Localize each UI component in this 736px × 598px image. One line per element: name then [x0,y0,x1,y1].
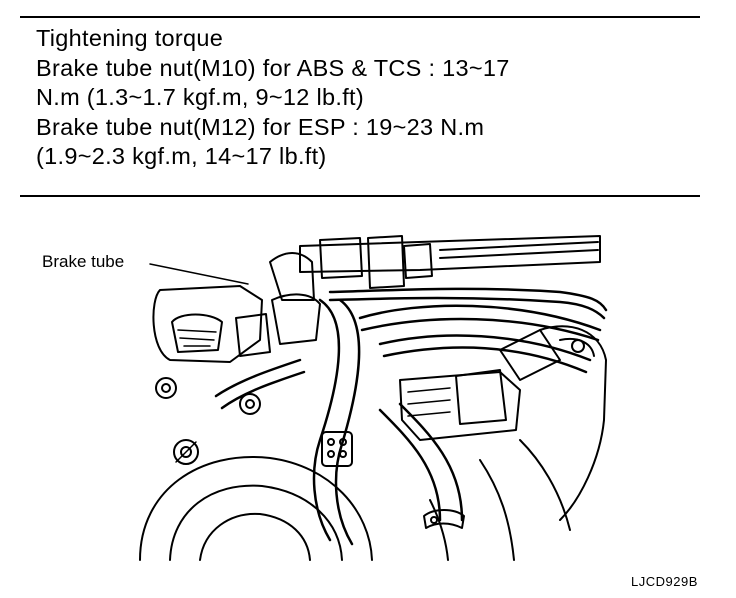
torque-spec-block: Tightening torque Brake tube nut(M10) fo… [36,24,696,172]
hose-assembly [214,298,464,546]
bolts [155,377,261,465]
top-rail [269,235,601,301]
figure-code: LJCD929B [631,574,698,589]
round-housing [139,456,373,561]
right-side-structure [429,325,607,561]
hose-clamp [423,509,465,529]
abs-sensor-bracket [152,285,321,363]
spec-heading: Tightening torque [36,25,224,51]
spec-line-m10: Brake tube nut(M10) for ABS & TCS : 13~1… [36,54,510,81]
spec-line-m10-values: N.m (1.3~1.7 kgf.m, 9~12 lb.ft) [36,84,364,110]
callout-leader-line [149,263,249,285]
hydraulic-unit [399,329,561,441]
spec-line-m12-values: (1.9~2.3 kgf.m, 14~17 lb.ft) [36,143,327,169]
spec-line-m12: Brake tube nut(M12) for ESP : 19~23 N.m [36,113,485,140]
bottom-rule [20,195,700,197]
brake-line-bundle [328,287,608,374]
brake-tube-callout: Brake tube [42,252,125,271]
top-rule [20,16,700,18]
connector-block [321,431,353,467]
